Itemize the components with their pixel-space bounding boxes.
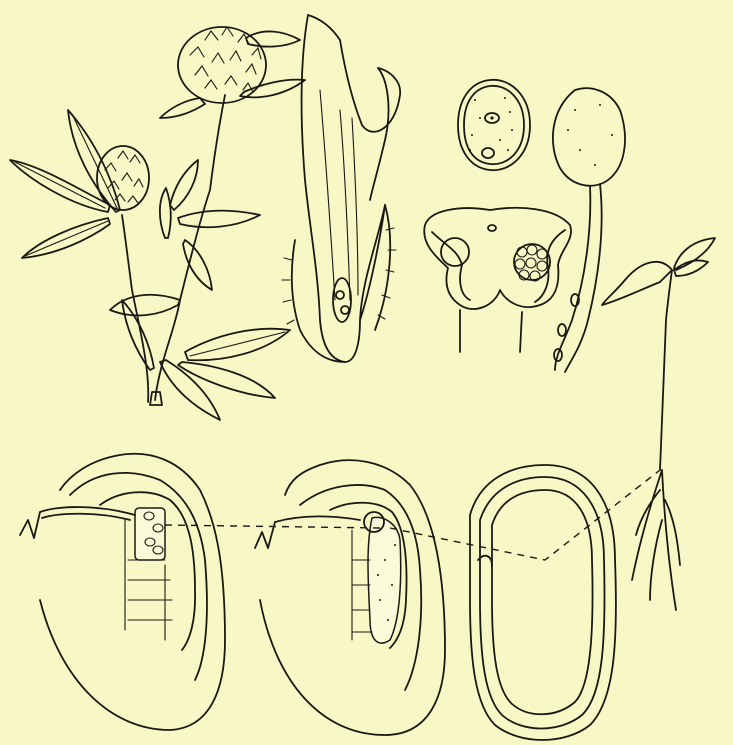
ovary: [333, 278, 351, 322]
mature-seed: [470, 465, 616, 740]
clover-flower-head-upper: [160, 27, 305, 118]
clover-plant: [10, 27, 305, 420]
clover-branch: [122, 215, 148, 402]
clover-stem: [155, 95, 225, 400]
connector-line-2: [390, 470, 660, 560]
clover-flower-head-lower: [97, 146, 149, 210]
floret-section: [282, 15, 400, 362]
seedling: [602, 238, 715, 610]
ovule-before-fertilization: [20, 454, 225, 730]
anther-section: [424, 208, 571, 352]
ovule-after-fertilization: [255, 460, 445, 735]
clover-leaves: [10, 110, 290, 420]
pollen-grain: [458, 80, 530, 170]
